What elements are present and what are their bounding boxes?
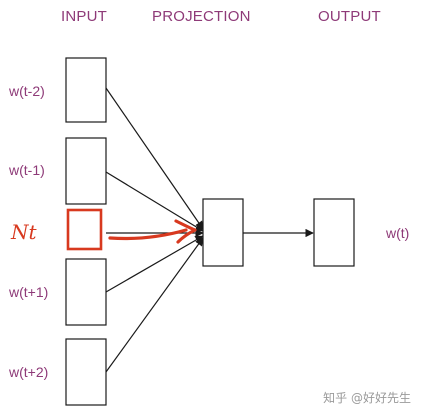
input-header: INPUT — [61, 8, 107, 25]
edge-wt2-to-projection — [105, 237, 204, 373]
input-label-wt1: w(t+1) — [9, 284, 49, 300]
projection-header: PROJECTION — [152, 8, 251, 25]
input-box-wt-1 — [65, 137, 107, 205]
output-label: w(t) — [386, 225, 410, 241]
edge-wt1-to-projection — [105, 235, 204, 293]
edge-wt-1-to-projection — [105, 171, 204, 232]
handwritten-label-nt: Nt — [11, 220, 37, 244]
hand-drawn-arrowhead — [174, 219, 197, 244]
edge-wt-2-to-projection — [105, 87, 204, 230]
input-label-wt2: w(t+2) — [9, 364, 49, 380]
input-box-wt1 — [65, 258, 107, 326]
input-label-wt-2: w(t-2) — [9, 83, 45, 99]
output-header: OUTPUT — [318, 8, 381, 25]
projection-box — [202, 198, 244, 267]
input-label-wt-1: w(t-1) — [9, 162, 45, 178]
watermark: 知乎 @好好先生 — [323, 391, 411, 405]
output-box — [313, 198, 355, 267]
input-box-wt-2 — [65, 57, 107, 123]
hand-drawn-arrow — [108, 228, 188, 241]
input-box-wt2 — [65, 338, 107, 406]
input-box-nt — [66, 208, 103, 251]
